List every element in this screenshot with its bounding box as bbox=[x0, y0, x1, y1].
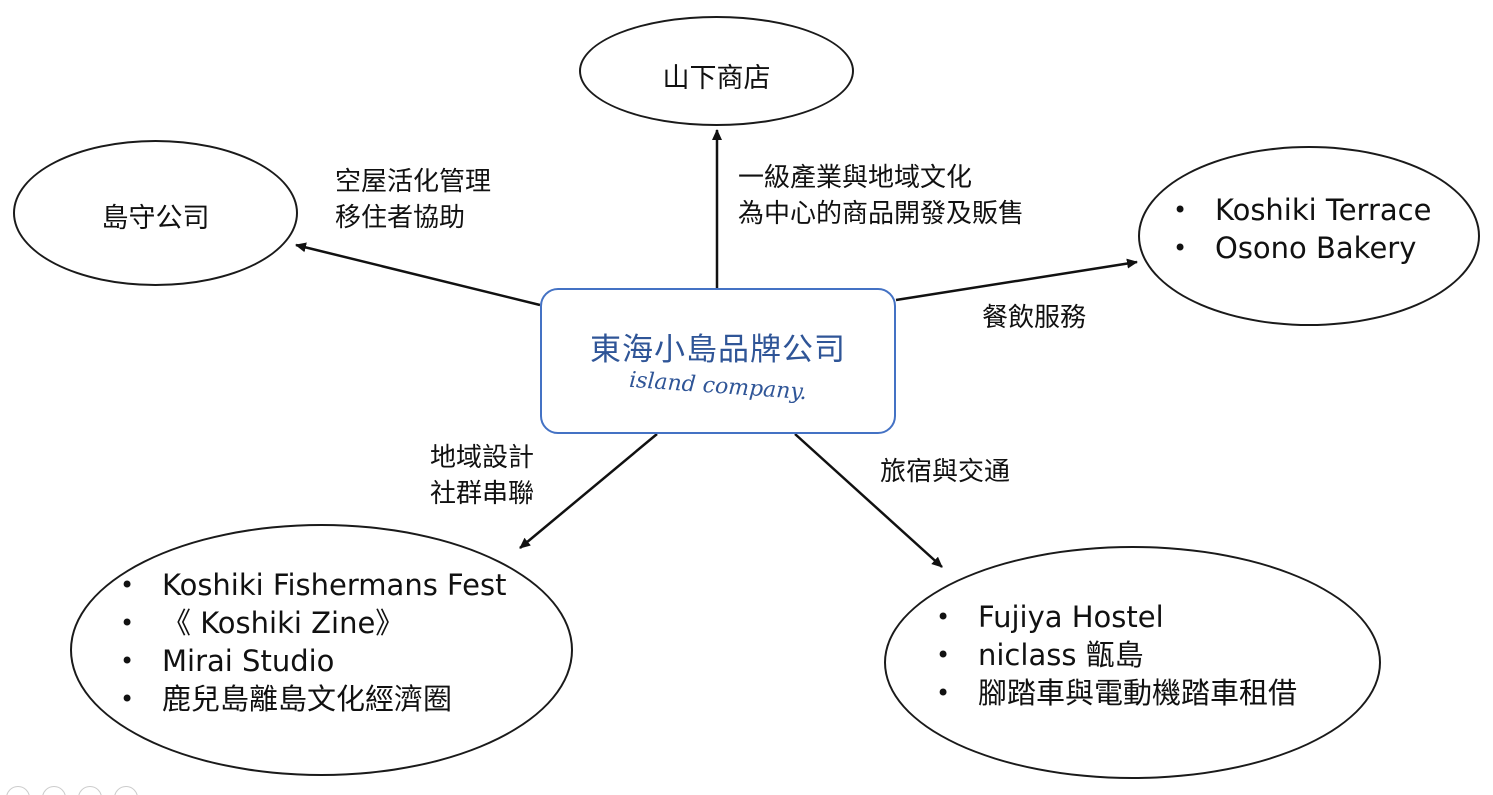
bullet-icon: • bbox=[936, 679, 951, 707]
nav-circle-icon[interactable] bbox=[6, 786, 30, 795]
nav-circle-icon[interactable] bbox=[114, 786, 138, 795]
bullet-icon: • bbox=[120, 609, 135, 637]
node-bottom-left-list: •Koshiki Fishermans Fest •《 Koshiki Zine… bbox=[120, 566, 506, 718]
bullet-icon: • bbox=[1173, 196, 1188, 224]
list-item: •niclass 甑島 bbox=[936, 638, 1144, 672]
list-item: •鹿兒島離島文化經濟圈 bbox=[120, 682, 453, 716]
node-bottom-right-ellipse bbox=[884, 546, 1381, 779]
edge-label-left: 空屋活化管理 移住者協助 bbox=[335, 167, 492, 233]
bullet-icon: • bbox=[120, 571, 135, 599]
node-left-ellipse: 島守公司 bbox=[13, 140, 298, 286]
arrow-to-right bbox=[895, 258, 1138, 302]
nav-circle-icon[interactable] bbox=[78, 786, 102, 795]
node-right-list: •Koshiki Terrace •Osono Bakery bbox=[1173, 191, 1431, 267]
list-item: •Osono Bakery bbox=[1173, 231, 1417, 265]
list-item: •腳踏車與電動機踏車租借 bbox=[936, 676, 1298, 710]
list-item: •《 Koshiki Zine》 bbox=[120, 606, 405, 640]
edge-label-top: 一級產業與地域文化 為中心的商品開發及販售 bbox=[738, 163, 1025, 229]
center-logo-text: island company. bbox=[628, 367, 808, 406]
slide-nav-controls bbox=[6, 786, 150, 795]
bullet-icon: • bbox=[936, 641, 951, 669]
node-bottom-left-ellipse bbox=[70, 524, 573, 776]
bullet-icon: • bbox=[120, 647, 135, 675]
bullet-icon: • bbox=[1173, 234, 1188, 262]
node-top-ellipse: 山下商店 bbox=[579, 16, 854, 126]
list-item: •Koshiki Fishermans Fest bbox=[120, 568, 507, 602]
edge-label-right: 餐飲服務 bbox=[982, 303, 1087, 333]
arrow-to-left bbox=[295, 242, 541, 307]
node-right-ellipse bbox=[1138, 146, 1480, 326]
center-title: 東海小島品牌公司 bbox=[590, 332, 846, 368]
list-item: •Koshiki Terrace bbox=[1173, 193, 1432, 227]
bullet-icon: • bbox=[936, 603, 951, 631]
bullet-icon: • bbox=[120, 685, 135, 713]
list-item: •Mirai Studio bbox=[120, 644, 335, 678]
edge-label-bottom-left: 地域設計 社群串聯 bbox=[430, 443, 535, 509]
node-top-label: 山下商店 bbox=[662, 63, 771, 94]
center-node: 東海小島品牌公司 island company. bbox=[540, 288, 896, 434]
arrow-to-bottom-left bbox=[519, 433, 658, 549]
nav-circle-icon[interactable] bbox=[42, 786, 66, 795]
arrow-to-bottom-right bbox=[794, 433, 943, 568]
list-item: •Fujiya Hostel bbox=[936, 600, 1164, 634]
edge-label-bottom-right: 旅宿與交通 bbox=[880, 457, 1011, 487]
node-left-label: 島守公司 bbox=[101, 203, 210, 234]
node-bottom-right-list: •Fujiya Hostel •niclass 甑島 •腳踏車與電動機踏車租借 bbox=[936, 598, 1297, 712]
